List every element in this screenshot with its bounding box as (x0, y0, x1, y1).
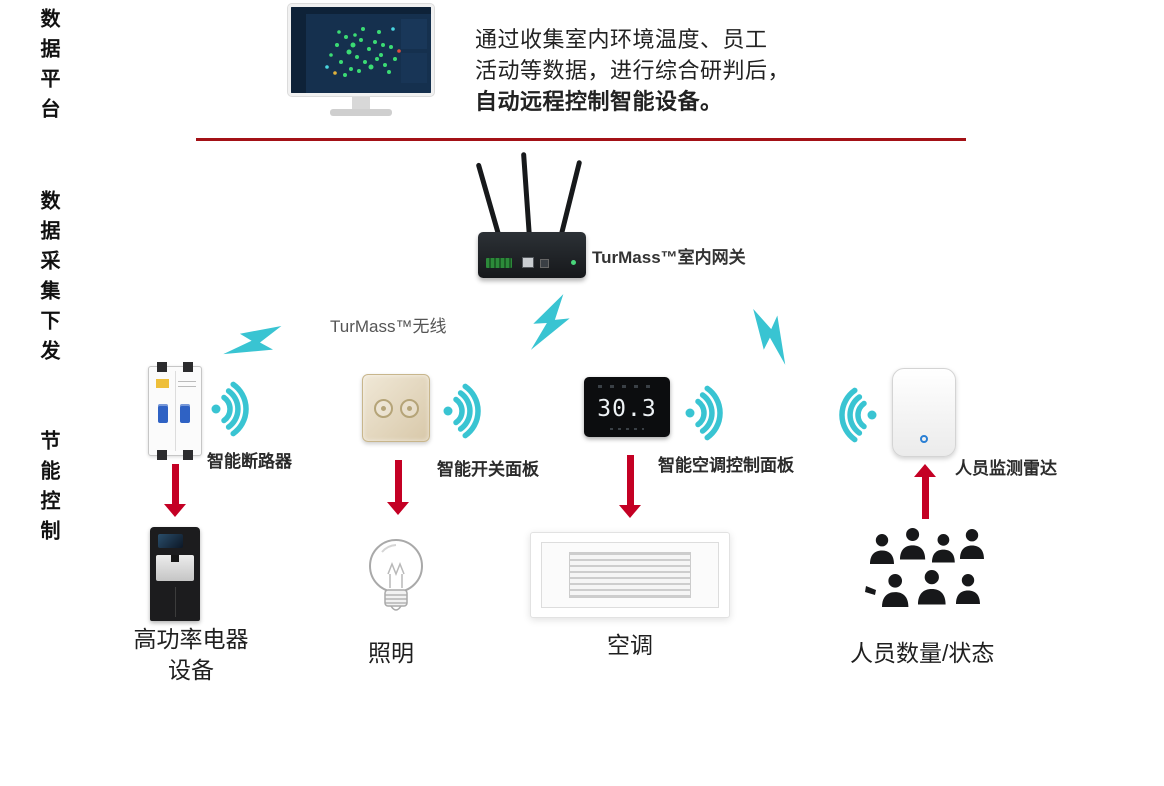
gateway-usb-port (540, 259, 549, 268)
breaker-marking (178, 386, 196, 387)
breaker-terminal (183, 450, 193, 460)
gateway-antenna-right (558, 159, 583, 239)
intro-line-2: 活动等数据，进行综合研判后， (475, 58, 791, 83)
ac-panel-temperature-display: 30.3 (597, 396, 657, 422)
people-group-graphic (862, 526, 997, 624)
breaker-sticker (156, 379, 169, 388)
device-label-ac-panel: 智能空调控制面板 (658, 456, 794, 475)
dashboard-screen (287, 3, 435, 97)
presence-radar-device (892, 368, 956, 457)
breaker-divider (175, 371, 176, 451)
dispenser-spout (171, 555, 179, 562)
dashboard-map-graphic (291, 7, 431, 93)
switch-touch-button (374, 399, 393, 418)
dashboard-monitor (287, 3, 435, 116)
appliance-label-lighting: 照明 (368, 640, 414, 666)
breaker-marking (178, 381, 196, 382)
ceiling-ac-appliance (530, 532, 730, 618)
appliance-label-high-power-line2: 设备 (168, 657, 214, 683)
intro-line-1: 通过收集室内环境温度、员工 (475, 27, 768, 52)
stage-label-data-platform: 数据平台 (37, 8, 59, 128)
dispenser-seam (175, 587, 176, 617)
breaker-switch-lever (180, 404, 190, 423)
stage-label-energy-control: 节能控制 (37, 430, 59, 550)
arrow-up-icon (914, 464, 936, 519)
ceiling-ac-grille (569, 552, 691, 598)
gateway-antenna-middle (521, 152, 532, 239)
breaker-terminal (157, 450, 167, 460)
dispenser-display (158, 534, 183, 548)
intro-text: 通过收集室内环境温度、员工 活动等数据，进行综合研判后， 自动远程控制智能设备。 (475, 24, 790, 117)
gateway-device (478, 232, 586, 278)
switch-touch-button (400, 399, 419, 418)
lightning-bolt-icon (530, 294, 570, 350)
monitor-stand-base (330, 109, 392, 116)
radar-brand-logo (920, 435, 928, 443)
appliance-label-people-status: 人员数量/状态 (850, 640, 995, 666)
wifi-signal-icon (443, 383, 481, 439)
appliance-label-high-power-line1: 高功率电器 (133, 626, 249, 652)
appliance-label-high-power: 高功率电器 设备 (118, 624, 264, 686)
wifi-signal-icon (211, 381, 249, 437)
wireless-protocol-label: TurMass™无线 (330, 317, 447, 336)
monitor-stand-neck (352, 96, 370, 109)
breaker-terminal (183, 362, 193, 372)
smart-switch-panel-device (362, 374, 430, 442)
lightning-bolt-icon (223, 325, 282, 355)
wifi-signal-icon (685, 385, 723, 441)
lightning-bolt-icon (753, 308, 786, 365)
arrow-down-icon (619, 455, 641, 518)
water-dispenser-appliance (150, 527, 200, 621)
ac-panel-tick-marks (610, 428, 644, 430)
smart-circuit-breaker-device (148, 362, 202, 460)
breaker-terminal (157, 362, 167, 372)
gateway-antenna-left (475, 162, 502, 239)
device-label-switch-panel: 智能开关面板 (437, 460, 539, 479)
light-bulb-graphic (352, 528, 440, 620)
smart-ac-control-panel-device: 30.3 (584, 377, 670, 437)
device-label-radar: 人员监测雷达 (955, 459, 1057, 478)
intro-line-3: 自动远程控制智能设备。 (475, 89, 723, 114)
breaker-switch-lever (158, 404, 168, 423)
stage-label-data-collection: 数据采集下发 (37, 190, 59, 370)
arrow-down-icon (387, 460, 409, 515)
gateway-status-led (571, 260, 576, 265)
arrow-down-icon (164, 464, 186, 517)
ac-panel-status-icons (598, 385, 656, 388)
appliance-label-ac: 空调 (607, 632, 653, 658)
gateway-label: TurMass™室内网关 (592, 248, 746, 267)
gateway-terminal-block (486, 258, 512, 268)
red-divider-line (196, 138, 966, 141)
device-label-breaker: 智能断路器 (207, 452, 292, 471)
wifi-signal-icon (839, 387, 877, 443)
gateway-ethernet-port (522, 257, 534, 268)
